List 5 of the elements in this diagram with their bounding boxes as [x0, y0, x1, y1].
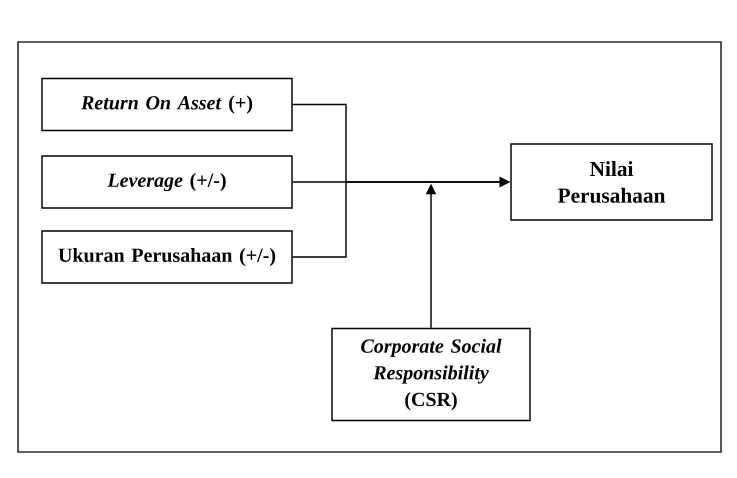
- variable-box: Return On Asset (+): [41, 78, 293, 132]
- variable-box: Nilai Perusahaan: [510, 143, 713, 221]
- variable-box: Corporate Social Responsibility (CSR): [331, 328, 531, 422]
- variable-box: Leverage (+/-): [41, 155, 293, 209]
- variable-box: Ukuran Perusahaan (+/-): [41, 230, 293, 284]
